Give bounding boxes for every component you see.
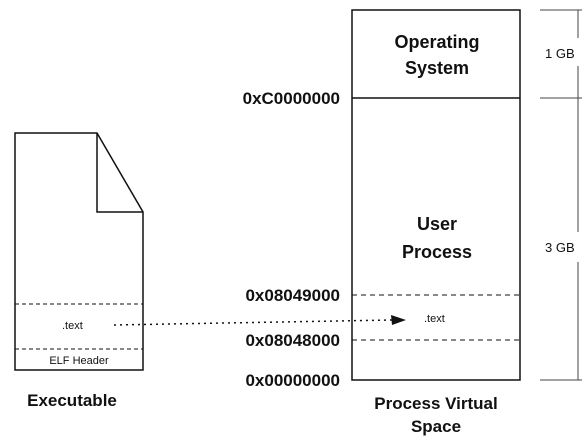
size-brackets: 1 GB 3 GB bbox=[540, 9, 582, 381]
elf-header-label: ELF Header bbox=[49, 355, 109, 367]
size-user-label: 3 GB bbox=[545, 240, 575, 255]
file-outline bbox=[14, 132, 144, 371]
file-dog-ear bbox=[96, 133, 143, 213]
address-kernel-boundary: 0xC0000000 bbox=[243, 89, 340, 108]
address-zero: 0x00000000 bbox=[245, 371, 340, 390]
address-text-start: 0x08049000 bbox=[245, 286, 340, 305]
process-space-caption-line1: Process Virtual bbox=[374, 394, 497, 413]
size-kernel-label: 1 GB bbox=[545, 46, 575, 61]
os-label-line2: System bbox=[405, 58, 469, 78]
file-text-section-label: .text bbox=[62, 320, 83, 332]
executable-file: .text ELF Header Executable bbox=[14, 132, 144, 410]
os-label-line1: Operating bbox=[394, 32, 479, 52]
address-labels: 0xC0000000 0x08049000 0x08048000 0x00000… bbox=[243, 89, 340, 390]
process-space-caption-line2: Space bbox=[411, 417, 461, 436]
process-virtual-space: Operating System User Process .text Proc… bbox=[351, 9, 521, 436]
mapping-arrow-head bbox=[391, 315, 406, 325]
address-text-load: 0x08048000 bbox=[245, 331, 340, 350]
executable-caption: Executable bbox=[27, 391, 117, 410]
user-process-label-line2: Process bbox=[402, 242, 472, 262]
mapping-arrow-line bbox=[113, 319, 393, 326]
memory-block-outline bbox=[351, 9, 521, 381]
mapped-text-section-label: .text bbox=[424, 313, 445, 325]
user-process-label-line1: User bbox=[417, 214, 457, 234]
mapping-arrow bbox=[113, 315, 406, 326]
